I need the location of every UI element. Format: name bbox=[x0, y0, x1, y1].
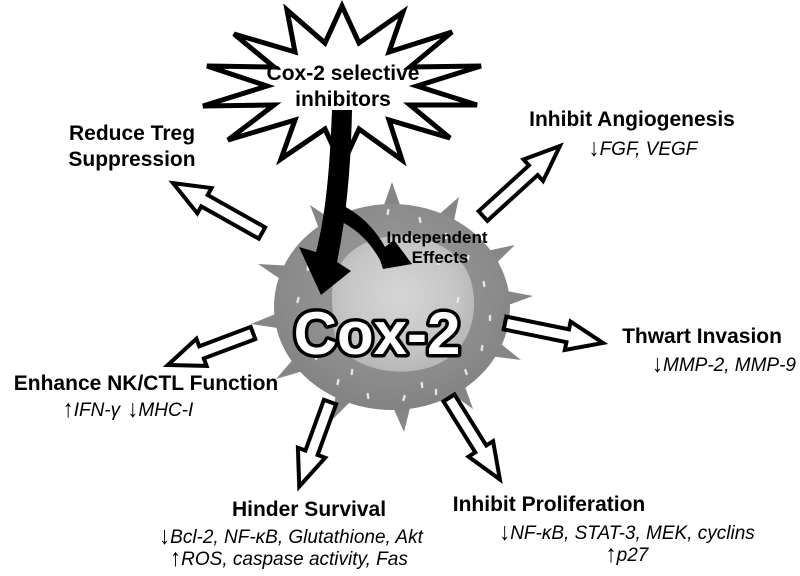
up-arrow-icon: ↑ bbox=[170, 543, 181, 572]
arrow-to-angiogenesis bbox=[475, 142, 564, 224]
up-arrow-icon: ↑ bbox=[62, 394, 74, 423]
down-arrow-icon: ↓ bbox=[499, 517, 510, 546]
label-nk-ctl-title: Enhance NK/CTL Function bbox=[13, 372, 279, 395]
label-proliferation-up-targets: ↑p27 bbox=[604, 539, 649, 568]
arrow-to-proliferation bbox=[440, 391, 503, 484]
proliferation-up-targets-text: p27 bbox=[616, 545, 649, 566]
arrow-to-invasion bbox=[501, 314, 609, 353]
angiogenesis-targets-text: FGF, VEGF bbox=[599, 139, 698, 160]
tumor-cell bbox=[251, 182, 533, 432]
cell-label: Cox-2 bbox=[294, 300, 461, 367]
nk-ctl-down-target-text: MHC-I bbox=[138, 400, 194, 421]
label-invasion-title: Thwart Invasion bbox=[622, 325, 782, 348]
down-arrow-icon: ↓ bbox=[159, 521, 170, 550]
label-angiogenesis-targets: ↓FGF, VEGF bbox=[587, 133, 698, 162]
arrow-to-reduce-treg bbox=[168, 180, 268, 242]
burst-title-line2: inhibitors bbox=[295, 88, 391, 111]
label-independent-line2: Effects bbox=[411, 248, 469, 267]
label-proliferation-title: Inhibit Proliferation bbox=[452, 493, 646, 516]
label-invasion-targets: ↓MMP-2, MMP-9 bbox=[650, 349, 796, 378]
label-survival-title: Hinder Survival bbox=[231, 498, 387, 521]
label-reduce-treg-line2: Suppression bbox=[68, 148, 196, 171]
label-angiogenesis-title: Inhibit Angiogenesis bbox=[529, 108, 735, 131]
survival-up-targets-text: ROS, caspase activity, Fas bbox=[181, 549, 408, 570]
invasion-targets-text: MMP-2, MMP-9 bbox=[663, 355, 796, 376]
up-arrow-icon: ↑ bbox=[605, 539, 617, 568]
label-nk-ctl-targets: ↑IFN-γ ↓MHC-I bbox=[61, 394, 194, 423]
survival-down-targets-text: Bcl-2, NF-κB, Glutathione, Akt bbox=[170, 527, 423, 548]
inhibitor-arrow bbox=[299, 110, 352, 295]
label-survival-up-targets: ↑ROS, caspase activity, Fas bbox=[168, 543, 408, 572]
label-survival-down-targets: ↓Bcl-2, NF-κB, Glutathione, Akt bbox=[157, 521, 423, 550]
down-arrow-icon: ↓ bbox=[127, 394, 138, 423]
burst-title-line1: Cox-2 selective bbox=[266, 62, 420, 85]
down-arrow-icon: ↓ bbox=[652, 349, 663, 378]
label-proliferation-down-targets: ↓NF-κB, STAT-3, MEK, cyclins bbox=[497, 517, 755, 546]
independent-effects-arrow bbox=[338, 206, 412, 269]
cell-nucleus bbox=[331, 235, 475, 372]
arrow-to-nk-ctl bbox=[162, 324, 258, 368]
label-reduce-treg-line1: Reduce Treg bbox=[68, 122, 196, 145]
cell-speckles bbox=[296, 208, 492, 402]
arrow-to-survival bbox=[295, 397, 339, 492]
nk-ctl-up-target-text: IFN-γ bbox=[73, 400, 121, 421]
proliferation-down-targets-text: NF-κB, STAT-3, MEK, cyclins bbox=[510, 523, 755, 544]
label-independent-line1: Independent bbox=[386, 228, 488, 247]
down-arrow-icon: ↓ bbox=[588, 133, 600, 162]
